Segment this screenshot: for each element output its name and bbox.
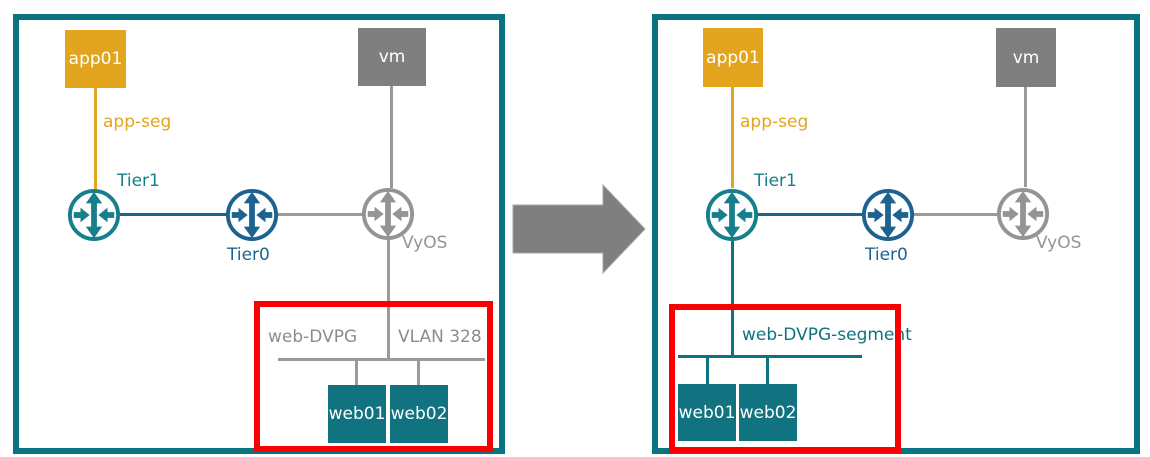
link-bus-web02 <box>766 355 769 384</box>
router-icon <box>996 187 1050 241</box>
link-vm-vyos <box>390 86 393 188</box>
label-portgroup: web-DVPG <box>268 327 358 347</box>
link-tier0-vyos <box>913 213 998 216</box>
router-icon-tier1 <box>67 188 121 242</box>
node-vm: vm <box>996 28 1056 87</box>
node-web01: web01 <box>678 384 736 441</box>
link-bus-web01 <box>355 358 358 386</box>
router-icon <box>361 187 415 241</box>
node-app01: app01 <box>703 28 763 87</box>
link-bus-web01 <box>706 355 709 384</box>
label-tier0: Tier0 <box>865 245 908 265</box>
link-bus-web02 <box>417 358 420 386</box>
node-app01: app01 <box>65 30 126 88</box>
highlight-box-after <box>669 304 901 453</box>
node-web02: web02 <box>390 385 448 443</box>
node-web02-label: web02 <box>390 404 448 424</box>
router-icon-tier0 <box>225 188 279 242</box>
link-tier1-segment <box>731 240 734 358</box>
router-icon-tier1 <box>705 188 759 242</box>
label-vyos: VyOS <box>1036 233 1082 253</box>
highlight-box-before <box>254 301 493 452</box>
link-vm-vyos <box>1024 87 1027 187</box>
link-tier0-vyos <box>277 213 363 216</box>
node-vm: vm <box>358 28 426 86</box>
label-app-seg: app-seg <box>103 112 172 132</box>
link-tier1-tier0 <box>757 213 863 216</box>
router-icon <box>225 188 279 242</box>
node-web01-label: web01 <box>328 404 386 424</box>
router-icon <box>861 188 915 242</box>
transition-arrow-icon <box>512 183 646 275</box>
segment-bus <box>678 355 862 358</box>
node-app01-label: app01 <box>706 47 760 68</box>
node-web02: web02 <box>739 384 797 441</box>
link-vyos-portgroup <box>387 239 390 360</box>
router-icon-vyos <box>361 187 415 241</box>
router-icon-vyos <box>996 187 1050 241</box>
label-tier1: Tier1 <box>754 171 797 191</box>
node-web02-label: web02 <box>739 402 797 423</box>
label-vyos: VyOS <box>402 233 448 253</box>
label-tier0: Tier0 <box>227 245 270 265</box>
router-icon <box>705 188 759 242</box>
label-segment: web-DVPG-segment <box>742 325 912 345</box>
link-app01-tier1 <box>731 87 734 188</box>
router-icon <box>67 188 121 242</box>
link-tier1-tier0 <box>119 213 227 216</box>
link-app01-tier1 <box>94 88 97 189</box>
node-vm-label: vm <box>378 47 406 67</box>
portgroup-bus <box>278 358 485 361</box>
node-web01-label: web01 <box>678 402 736 423</box>
node-web01: web01 <box>328 385 386 443</box>
label-vlan: VLAN 328 <box>398 327 482 347</box>
router-icon-tier0 <box>861 188 915 242</box>
label-tier1: Tier1 <box>117 171 160 191</box>
node-vm-label: vm <box>1012 47 1040 68</box>
node-app01-label: app01 <box>68 49 123 69</box>
label-app-seg: app-seg <box>740 112 809 132</box>
